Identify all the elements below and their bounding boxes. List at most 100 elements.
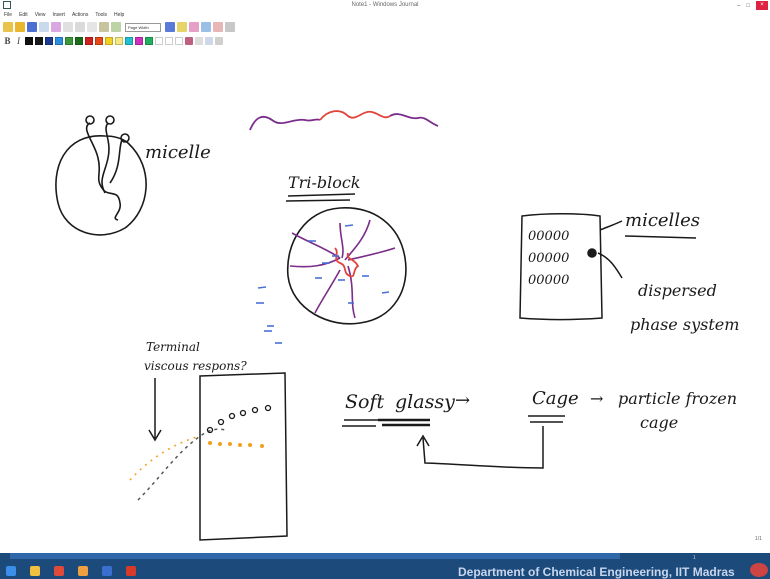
watermark-logo [750,563,768,577]
window-title: Note1 - Windows Journal [351,2,419,8]
menu-actions[interactable]: Actions [71,12,89,18]
cut-icon[interactable] [63,22,73,32]
cage-label: Cage [532,388,579,409]
glassy-label: glassy [395,391,455,413]
pen-color-swatch[interactable] [25,37,33,45]
pan-icon[interactable] [215,37,223,45]
down-arrow-icon [148,378,162,442]
pen-settings-icon[interactable] [185,37,193,45]
lasso-icon[interactable] [195,37,203,45]
solvent-dashes [256,224,390,344]
close-button[interactable]: × [756,1,768,10]
maximize-button[interactable]: □ [746,2,750,9]
pen-color-swatch[interactable] [135,37,143,45]
terminal-label-line1: Terminal [146,340,200,354]
title-bar: Note1 - Windows Journal – □ × [0,0,770,11]
micelles-grid-row3: 00000 [528,273,569,288]
horizontal-scrollbar[interactable] [10,553,620,559]
redo-icon[interactable] [111,22,121,32]
start-icon[interactable] [6,566,16,576]
save-icon[interactable] [27,22,37,32]
standard-toolbar: Page Width [3,21,235,33]
pen-color-swatch[interactable] [155,37,163,45]
journal-app-icon [3,1,11,9]
triblock-underline [285,193,356,202]
pen-color-swatch[interactable] [145,37,153,45]
arrow-2: → [590,389,603,408]
pen-color-swatch[interactable] [115,37,123,45]
pen-color-swatch[interactable] [175,37,183,45]
particle-frozen-label: particle frozen [618,389,737,408]
soft-underline [342,419,380,427]
pen-toolbar: B I [3,35,223,47]
note-canvas[interactable]: micelle Tri-block [10,48,768,553]
cage-label-2: cage [640,413,678,432]
micelle-sketch [55,115,147,236]
arrow-1: → [455,390,470,411]
response-plot-points [206,404,272,434]
bold-button[interactable]: B [4,36,11,46]
pen-color-swatch[interactable] [45,37,53,45]
pen-color-swatch[interactable] [105,37,113,45]
minimize-button[interactable]: – [737,2,741,9]
micelles-grid-row1: 00000 [528,229,569,244]
taskbar-icons [6,566,136,576]
dispersed-label-line1: dispersed [638,281,717,300]
taskbar-page-number: 1 [693,555,696,561]
response-plot-sketch [129,372,288,541]
zoom-select[interactable]: Page Width [125,22,161,32]
micelles-grid-sketch [519,213,623,321]
response-plot-orange-points [208,441,264,448]
menu-bar: File Edit View Insert Actions Tools Help [0,11,124,20]
pen-color-swatch[interactable] [85,37,93,45]
eraser-icon[interactable] [189,22,199,32]
micelles-grid-row2: 00000 [528,251,569,266]
feedback-arrow-icon [416,426,544,469]
paste-icon[interactable] [87,22,97,32]
window-controls: – □ × [737,0,768,11]
pen-color-swatch[interactable] [125,37,133,45]
menu-tools[interactable]: Tools [95,12,108,18]
undo-icon[interactable] [99,22,109,32]
cage-underline [528,415,565,423]
ink-layer: micelle Tri-block [55,110,739,541]
italic-button[interactable]: I [17,36,20,46]
triblock-chain-sketch [249,110,439,131]
email-icon[interactable] [39,22,49,32]
pen-color-swatch[interactable] [35,37,43,45]
highlighter-icon[interactable] [177,22,187,32]
pointer-icon[interactable] [205,37,213,45]
watermark: Department of Chemical Engineering, IIT … [458,565,735,579]
open-icon[interactable] [15,22,25,32]
menu-insert[interactable]: Insert [52,12,65,18]
find-icon[interactable] [51,22,61,32]
micelles-label: micelles [625,210,700,231]
selection-tool-icon[interactable] [201,22,211,32]
flag-icon[interactable] [225,22,235,32]
matlab-icon[interactable] [54,566,64,576]
browser-icon[interactable] [78,566,88,576]
pen-icon[interactable] [165,22,175,32]
pen-color-swatch[interactable] [95,37,103,45]
menu-view[interactable]: View [34,12,46,18]
menu-help[interactable]: Help [114,12,125,18]
menu-file[interactable]: File [4,12,13,18]
terminal-label-line2: viscous respons? [144,359,247,373]
micelles-underline [624,235,697,239]
page-indicator: 1/1 [755,536,762,542]
pen-color-swatch[interactable] [55,37,63,45]
dispersed-label-line2: phase system [630,315,739,334]
pen-color-swatch[interactable] [75,37,83,45]
insert-space-icon[interactable] [213,22,223,32]
soft-label: Soft [345,391,384,413]
acrobat-icon[interactable] [126,566,136,576]
triblock-label: Tri-block [288,173,361,192]
file-explorer-icon[interactable] [30,566,40,576]
pen-color-swatch[interactable] [165,37,173,45]
copy-icon[interactable] [75,22,85,32]
new-note-icon[interactable] [3,22,13,32]
journal-taskbar-icon[interactable] [102,566,112,576]
menu-edit[interactable]: Edit [19,12,28,18]
micelle-label: micelle [145,142,211,163]
pen-color-swatch[interactable] [65,37,73,45]
